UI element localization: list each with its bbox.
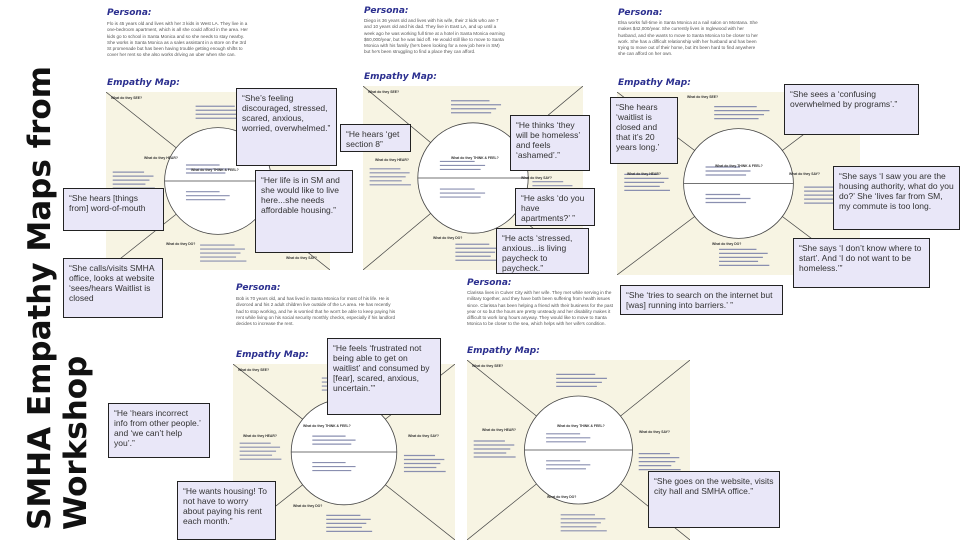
map-label-see: What do they SEE? xyxy=(687,95,719,99)
map-label-think: What do they THINK & FEEL? xyxy=(303,424,351,428)
empathy-map-heading: Empathy Map: xyxy=(467,346,540,356)
callout-flo-hears: “She hears [things from] word-of-mouth xyxy=(63,188,164,231)
persona-heading: Persona: xyxy=(618,8,663,18)
map-label-say: What do they SAY? xyxy=(408,434,439,438)
callout-elsa-does: “She ‘tries to search on the internet bu… xyxy=(620,285,783,315)
map-label-hear: What do they HEAR? xyxy=(482,428,516,432)
map-label-hear: What do they HEAR? xyxy=(627,172,661,176)
callout-flo-does: “She calls/visits SMHA office, looks at … xyxy=(63,258,163,318)
map-label-think: What do they THINK & FEEL? xyxy=(191,168,239,172)
callout-elsa-sees: “She sees a ‘confusing overwhelmed by pr… xyxy=(784,84,919,135)
callout-flo-says: “Her life is in SM and she would like to… xyxy=(255,170,353,253)
map-label-think: What do they THINK & FEEL? xyxy=(715,164,763,168)
empathy-map-heading: Empathy Map: xyxy=(364,72,437,82)
persona-heading: Persona: xyxy=(467,278,512,288)
callout-flo-feels: “She’s feeling discouraged, stressed, sc… xyxy=(236,88,337,166)
title-line-1: SMHA Empathy Maps from xyxy=(22,66,58,530)
map-label-say: What do they SAY? xyxy=(286,256,317,260)
empathy-map-heading: Empathy Map: xyxy=(107,78,180,88)
map-label-do: What do they DO? xyxy=(293,504,323,508)
persona-text: Clarissa lives in Culver City with her w… xyxy=(467,290,614,327)
persona-heading: Persona: xyxy=(236,283,281,293)
callout-bob-hears: “He ‘hears incorrect info from other peo… xyxy=(108,403,210,458)
map-label-say: What do they SAY? xyxy=(521,176,552,180)
callout-diego-does: “He acts ‘stressed, anxious...is living … xyxy=(496,228,589,274)
map-label-see: What do they SEE? xyxy=(472,364,504,368)
map-label-see: What do they SEE? xyxy=(368,90,400,94)
callout-diego-says: “He asks ‘do you have apartments?’ ” xyxy=(515,188,595,226)
map-label-hear: What do they HEAR? xyxy=(243,434,277,438)
persona-text: Bob is 70 years old, and has lived in Sa… xyxy=(236,296,396,327)
persona-text: Elsa works full-time in Santa Monica at … xyxy=(618,20,758,57)
empathy-map-heading: Empathy Map: xyxy=(236,350,309,360)
callout-clarissa-does: “She goes on the website, visits city ha… xyxy=(648,471,780,528)
callout-elsa-feels: “She says ‘I don’t know where to start’.… xyxy=(793,238,930,288)
callout-bob-feels: “He feels ‘frustrated not being able to … xyxy=(327,338,441,415)
empathy-map-heading: Empathy Map: xyxy=(618,78,691,88)
map-label-hear: What do they HEAR? xyxy=(375,158,409,162)
map-label-think: What do they THINK & FEEL? xyxy=(557,424,605,428)
persona-text: Diego is 36 years old and lives with his… xyxy=(364,18,505,55)
callout-elsa-says: “She says ‘I saw you are the housing aut… xyxy=(833,166,960,230)
map-label-hear: What do they HEAR? xyxy=(144,156,178,160)
map-label-do: What do they DO? xyxy=(166,242,196,246)
callout-diego-thinks: “He thinks ‘they will be homeless’ and f… xyxy=(510,115,590,171)
callout-elsa-hears: “She hears ‘waitlist is closed and that … xyxy=(610,97,678,164)
map-label-do: What do they DO? xyxy=(547,495,577,499)
persona-text: Flo is 45 years old and lives with her 3… xyxy=(107,21,248,58)
persona-heading: Persona: xyxy=(364,6,409,16)
callout-bob-wants: “He wants housing! To not have to worry … xyxy=(177,481,276,540)
map-label-do: What do they DO? xyxy=(433,236,463,240)
map-label-see: What do they SEE? xyxy=(111,96,143,100)
map-label-say: What do they SAY? xyxy=(639,430,670,434)
callout-diego-hears: “He hears ‘get section 8” xyxy=(340,124,411,152)
persona-heading: Persona: xyxy=(107,8,152,18)
map-label-see: What do they SEE? xyxy=(238,368,270,372)
map-label-do: What do they DO? xyxy=(712,242,742,246)
map-label-think: What do they THINK & FEEL? xyxy=(451,156,499,160)
map-label-say: What do they SAY? xyxy=(789,172,820,176)
